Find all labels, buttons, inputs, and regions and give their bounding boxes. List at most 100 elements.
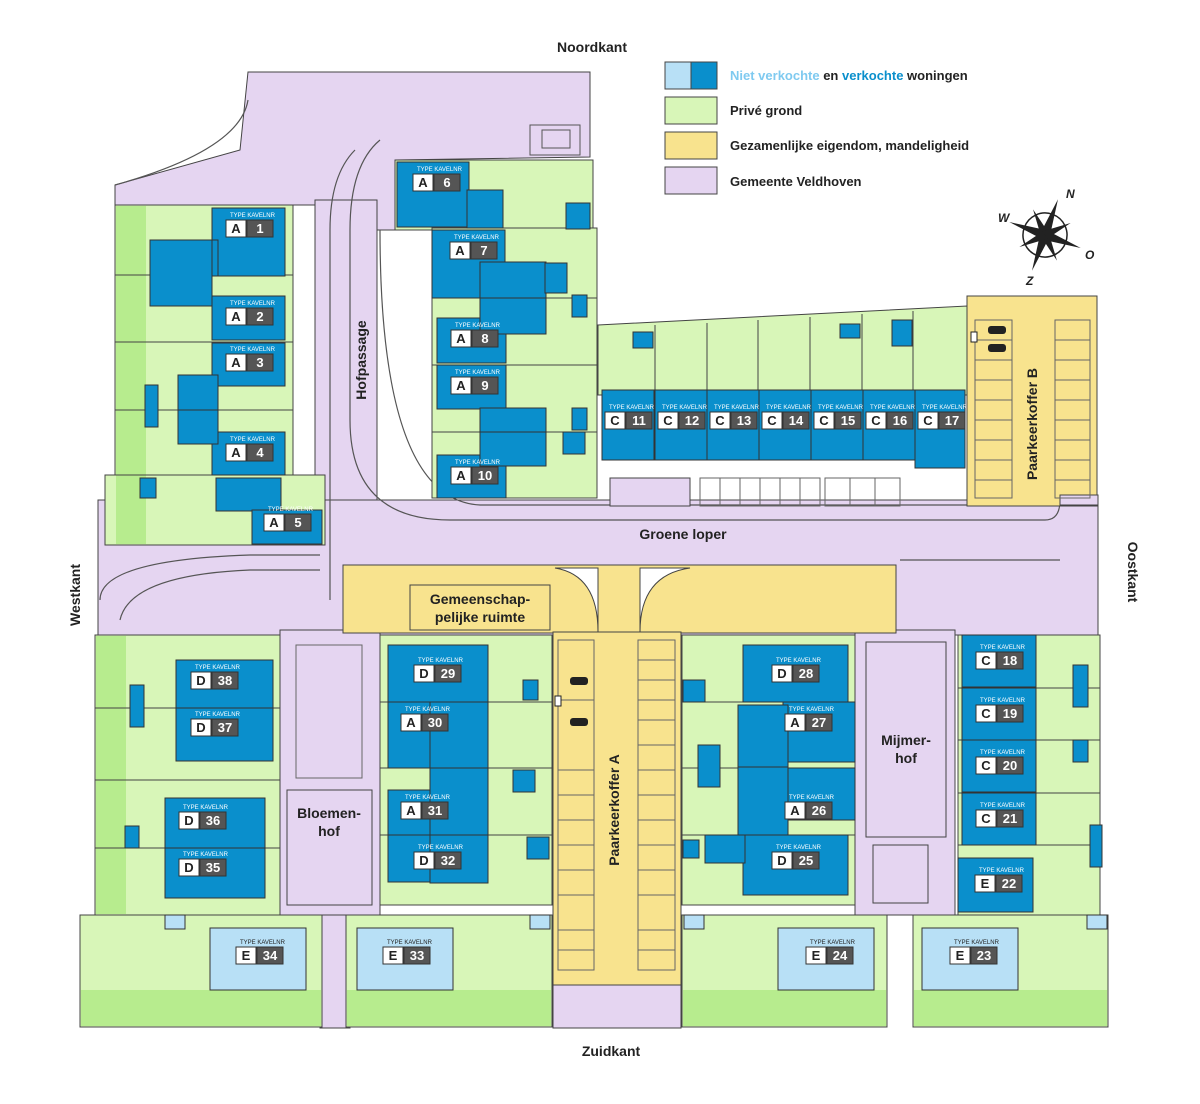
bloemenhof-pattern [295,644,363,779]
plot-type-box [413,851,435,870]
plot-type: A [231,445,241,460]
plot-type-box [450,466,472,485]
plot-type-box [771,664,793,683]
plot-type-box [975,704,997,723]
plot-number: 5 [294,515,301,530]
plot-type-box [190,671,212,690]
plot-type-box [450,376,472,395]
plot-type-box [225,307,247,326]
unsold-sheds [164,914,1108,930]
plot-type: D [196,673,205,688]
label-bloemenhof-2: hof [318,823,340,839]
plot-tag-header: TYPE KAVELNR [789,795,835,801]
plot-number-box [996,756,1024,775]
plot-number: 10 [478,468,492,483]
plot-type: A [406,803,416,818]
plot-type-box [400,801,422,820]
plot-type: E [812,948,821,963]
plot-number-box [470,241,498,260]
plot-tag-header: TYPE KAVELNR [230,301,276,307]
legend-item-private: Privé grond [730,103,802,118]
plot-number-box [211,671,239,690]
plot-type: C [981,653,991,668]
plot-type-box [761,411,783,430]
plot-type-box [235,946,257,965]
plot-type-box [975,809,997,828]
plot-type: E [956,948,965,963]
plot-number-box [625,411,653,430]
house-plot-25 [704,834,746,864]
plot-type: C [715,413,725,428]
label-zuidkant: Zuidkant [582,1043,641,1059]
plot-number: 6 [443,175,450,190]
plot-tag-header: TYPE KAVELNR [776,658,822,664]
plot-type: A [406,715,416,730]
label-mijmerhof-2: hof [895,750,917,766]
plot-type-box [225,219,247,238]
plot-type: A [790,715,800,730]
plot-type: A [231,355,241,370]
plot-tag-header: TYPE KAVELNR [980,803,1026,809]
label-parkeerkoffer-b: Paarkeerkoffer B [1024,368,1040,480]
label-groene-loper: Groene loper [639,526,727,542]
sheds [124,202,1103,868]
plot-tag-header: TYPE KAVELNR [818,405,864,411]
charger-icon [554,695,562,707]
plot-type: A [455,243,465,258]
plot-type: D [419,666,428,681]
plot-tag-header: TYPE KAVELNR [387,940,433,946]
legend-item-shared: Gezamenlijke eigendom, mandeligheid [730,138,969,153]
plot-tag-header: TYPE KAVELNR [810,940,856,946]
plot-type: D [184,860,193,875]
plot-number: 37 [218,720,232,735]
plot-number-box [805,801,833,820]
plot-number-box [970,946,998,965]
municipal-blocks [286,477,1099,906]
plot-tag-header: TYPE KAVELNR [418,658,464,664]
legend: Niet verkochte en verkochte woningen Pri… [664,61,969,195]
plot-number-box [886,411,914,430]
plot-number-box [284,513,312,532]
plot-number: 18 [1003,653,1017,668]
plot-tag-header: TYPE KAVELNR [195,712,241,718]
plot-number: 12 [685,413,699,428]
plot-number: 21 [1003,811,1017,826]
plot-number: 22 [1002,876,1016,891]
community-space [409,584,551,631]
house-plot-6 [466,189,504,229]
plot-type-box [974,874,996,893]
plot-type: A [790,803,800,818]
charger-icons [554,331,978,707]
plot-number: 4 [256,445,264,460]
car-icons [570,326,1006,726]
plot-number: 27 [812,715,826,730]
plot-number-box [471,376,499,395]
house-plot-4 [177,409,219,445]
plot-number-box [471,466,499,485]
plot-number-box [433,173,461,192]
charger-icon [970,331,978,343]
house-plot-2 [149,239,213,307]
plot-number-box [730,411,758,430]
plot-tag-header: TYPE KAVELNR [954,940,1000,946]
plot-tag-header: TYPE KAVELNR [980,698,1026,704]
plot-tag-header: TYPE KAVELNR [455,323,501,329]
plot-type: C [981,706,991,721]
plot-tag-header: TYPE KAVELNR [183,852,229,858]
plot-number-box [421,713,449,732]
plot-number: 31 [428,803,442,818]
house-plot-27 [782,701,856,763]
legend-swatch-shared [664,131,718,160]
plot-number: 30 [428,715,442,730]
compass-n: N [1066,187,1075,201]
plot-tag-header: TYPE KAVELNR [714,405,760,411]
